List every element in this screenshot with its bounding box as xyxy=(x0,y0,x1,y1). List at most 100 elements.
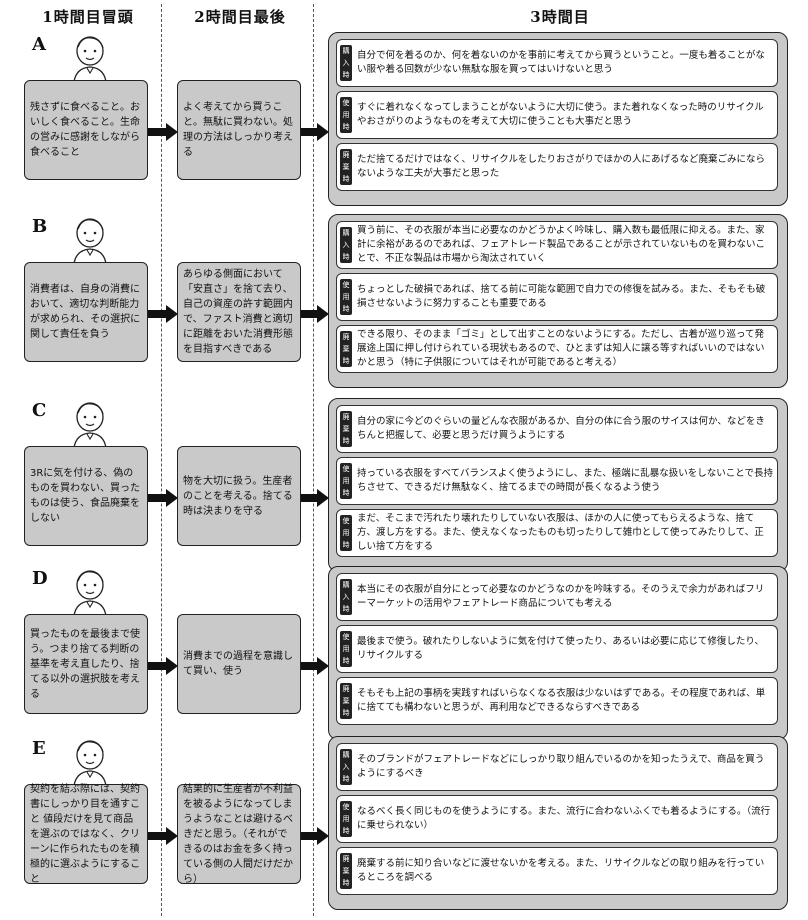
phase-tag-char: 時 xyxy=(340,877,352,889)
entry-text: 自分の家に今どのぐらいの量どんな衣服があるか、自分の体に合う服のサイスは何か、な… xyxy=(357,408,773,450)
phase-tag-char: 時 xyxy=(340,69,352,81)
hour3-entry: 使用時ちょっとした破損であれば、捨てる前に可能な範囲で自力での修復を試みる。また… xyxy=(336,273,778,321)
header-hour1: 1時間目冒頭 xyxy=(18,6,158,27)
arrow-right-icon xyxy=(301,489,329,507)
entry-text: そのブランドがフェアトレードなどにしっかり取り組んでいるのかを知ったうえで、商品… xyxy=(357,746,773,788)
hour2-text: よく考えてから買うこと。無駄に買わない。処理の方法はしっかり考える xyxy=(183,100,295,160)
hour2-box: 消費までの過程を意識して買い、使う xyxy=(177,614,301,714)
student-avatar-icon xyxy=(66,566,114,616)
phase-tag-char: 使 xyxy=(340,515,352,527)
entry-text: ただ捨てるだけではなく、リサイクルをしたりおさがりでほかの人にあげるなど廃棄ごみ… xyxy=(357,146,773,188)
phase-tag-char: 時 xyxy=(340,539,352,551)
arrow-right-icon xyxy=(301,657,329,675)
hour1-box: 消費者は、自身の消費において、適切な判断能力が求められ、その選択に関して責任を負… xyxy=(24,262,148,362)
phase-tag-char: 使 xyxy=(340,801,352,813)
header-hour2: 2時間目最後 xyxy=(170,6,310,27)
hour3-entry: 廃棄時自分の家に今どのぐらいの量どんな衣服があるか、自分の体に合う服のサイスは何… xyxy=(336,405,778,453)
arrow-right-icon xyxy=(148,123,178,141)
phase-tag-char: 時 xyxy=(340,303,352,315)
phase-tag: 使用時 xyxy=(340,279,352,315)
phase-tag-char: 時 xyxy=(340,251,352,263)
phase-tag-char: 使 xyxy=(340,97,352,109)
phase-tag: 購入時 xyxy=(340,227,352,263)
phase-tag-char: 時 xyxy=(340,435,352,447)
student-avatar-icon xyxy=(66,32,114,82)
section-b: B 消費者は、自身の消費において、適切な判断能力が求められ、その選択に関して責任… xyxy=(0,214,808,394)
phase-tag-char: 廃 xyxy=(340,149,352,161)
hour2-box: 結果的に生産者が不利益を被るようになってしまうようなことは避けるべきだと思う。（… xyxy=(177,784,301,884)
phase-tag: 廃棄時 xyxy=(340,331,352,367)
hour3-entry: 廃棄時そもそも上記の事柄を実践すればいらなくなる衣服は少ないはずである。その程度… xyxy=(336,677,778,725)
entry-text: 廃棄する前に知り合いなどに渡せないかを考える。また、リサイクルなどの取り組みを行… xyxy=(357,850,773,892)
phase-tag-char: 用 xyxy=(340,643,352,655)
phase-tag-char: 時 xyxy=(340,655,352,667)
section-label: A xyxy=(32,34,46,55)
hour3-entry: 廃棄時廃棄する前に知り合いなどに渡せないかを考える。また、リサイクルなどの取り組… xyxy=(336,847,778,895)
phase-tag-char: 時 xyxy=(340,707,352,719)
phase-tag-char: 用 xyxy=(340,109,352,121)
hour3-entry: 購入時本当にその衣服が自分にとって必要なのかどうなのかを吟味する。そのうえで余力… xyxy=(336,573,778,621)
phase-tag-char: 用 xyxy=(340,813,352,825)
arrow-right-icon xyxy=(301,123,329,141)
phase-tag: 使用時 xyxy=(340,97,352,133)
hour3-panel: 購入時自分で何を着るのか、何を着ないのかを事前に考えてから買うということ。一度も… xyxy=(328,32,788,206)
section-c: C 3Rに気を付ける、偽のものを買わない、買ったものは使う、食品廃棄をしない 物… xyxy=(0,398,808,578)
phase-tag-char: 購 xyxy=(340,749,352,761)
section-a: A 残さずに食べること。おいしく食べること。生命の営みに感謝をしながら食べること… xyxy=(0,32,808,212)
phase-tag-char: 入 xyxy=(340,239,352,251)
phase-tag: 購入時 xyxy=(340,45,352,81)
section-label: B xyxy=(32,216,47,237)
phase-tag-char: 廃 xyxy=(340,411,352,423)
phase-tag-char: 棄 xyxy=(340,865,352,877)
phase-tag-char: 時 xyxy=(340,121,352,133)
arrow-right-icon xyxy=(301,305,329,323)
hour1-text: 3Rに気を付ける、偽のものを買わない、買ったものは使う、食品廃棄をしない xyxy=(30,466,142,526)
phase-tag-char: 廃 xyxy=(340,331,352,343)
phase-tag: 廃棄時 xyxy=(340,411,352,447)
entry-text: 自分で何を着るのか、何を着ないのかを事前に考えてから買うということ。一度も着るこ… xyxy=(357,42,773,84)
header-hour3: 3時間目 xyxy=(330,6,790,27)
arrow-right-icon xyxy=(148,305,178,323)
phase-tag-char: 入 xyxy=(340,761,352,773)
phase-tag-char: 購 xyxy=(340,579,352,591)
entry-text: すぐに着れなくなってしまうことがないように大切に使う。また着れなくなった時のリサ… xyxy=(357,94,773,136)
hour2-text: 物を大切に扱う。生産者のことを考える。捨てる時は決まりを守る xyxy=(183,474,295,519)
phase-tag-char: 時 xyxy=(340,603,352,615)
hour3-entry: 使用時まだ、そこまで汚れたり壊れたりしていない衣服は、ほかの人に使ってもらえるよ… xyxy=(336,509,778,557)
phase-tag-char: 使 xyxy=(340,631,352,643)
entry-text: そもそも上記の事柄を実践すればいらなくなる衣服は少ないはずである。その程度であれ… xyxy=(357,680,773,722)
phase-tag-char: 用 xyxy=(340,291,352,303)
student-avatar-icon xyxy=(66,398,114,448)
phase-tag: 廃棄時 xyxy=(340,683,352,719)
phase-tag-char: 購 xyxy=(340,227,352,239)
hour1-text: 契約を結ぶ際には、契約書にしっかり目を通すこと 値段だけを見て商品を選ぶのではな… xyxy=(30,782,142,887)
hour3-entry: 購入時買う前に、その衣服が本当に必要なのかどうかよく吟味し、購入数も最低限に抑え… xyxy=(336,221,778,269)
phase-tag-char: 時 xyxy=(340,355,352,367)
phase-tag-char: 時 xyxy=(340,825,352,837)
hour1-box: 残さずに食べること。おいしく食べること。生命の営みに感謝をしながら食べること xyxy=(24,80,148,180)
section-d: D 買ったものを最後まで使う。つまり捨てる判断の基準を考え直したり、捨てる以外の… xyxy=(0,566,808,746)
phase-tag-char: 時 xyxy=(340,773,352,785)
phase-tag-char: 用 xyxy=(340,527,352,539)
hour3-entry: 購入時そのブランドがフェアトレードなどにしっかり取り組んでいるのかを知ったうえで… xyxy=(336,743,778,791)
phase-tag-char: 棄 xyxy=(340,343,352,355)
arrow-right-icon xyxy=(148,489,178,507)
hour2-box: よく考えてから買うこと。無駄に買わない。処理の方法はしっかり考える xyxy=(177,80,301,180)
hour1-text: 消費者は、自身の消費において、適切な判断能力が求められ、その選択に関して責任を負… xyxy=(30,282,142,342)
phase-tag: 使用時 xyxy=(340,463,352,499)
entry-text: 本当にその衣服が自分にとって必要なのかどうなのかを吟味する。そのうえで余力があれ… xyxy=(357,576,773,618)
phase-tag-char: 入 xyxy=(340,591,352,603)
hour3-panel: 購入時そのブランドがフェアトレードなどにしっかり取り組んでいるのかを知ったうえで… xyxy=(328,736,788,910)
hour3-panel: 購入時本当にその衣服が自分にとって必要なのかどうなのかを吟味する。そのうえで余力… xyxy=(328,566,788,740)
arrow-right-icon xyxy=(148,827,178,845)
phase-tag: 購入時 xyxy=(340,749,352,785)
hour1-text: 残さずに食べること。おいしく食べること。生命の営みに感謝をしながら食べること xyxy=(30,100,142,160)
entry-text: 買う前に、その衣服が本当に必要なのかどうかよく吟味し、購入数も最低限に抑える。ま… xyxy=(357,224,773,266)
phase-tag-char: 時 xyxy=(340,487,352,499)
hour3-entry: 使用時すぐに着れなくなってしまうことがないように大切に使う。また着れなくなった時… xyxy=(336,91,778,139)
phase-tag-char: 廃 xyxy=(340,853,352,865)
phase-tag: 廃棄時 xyxy=(340,853,352,889)
hour3-panel: 廃棄時自分の家に今どのぐらいの量どんな衣服があるか、自分の体に合う服のサイスは何… xyxy=(328,398,788,572)
hour3-entry: 使用時最後まで使う。破れたりしないように気を付けて使ったり、あるいは必要に応じて… xyxy=(336,625,778,673)
hour1-box: 買ったものを最後まで使う。つまり捨てる判断の基準を考え直したり、捨てる以外の選択… xyxy=(24,614,148,714)
